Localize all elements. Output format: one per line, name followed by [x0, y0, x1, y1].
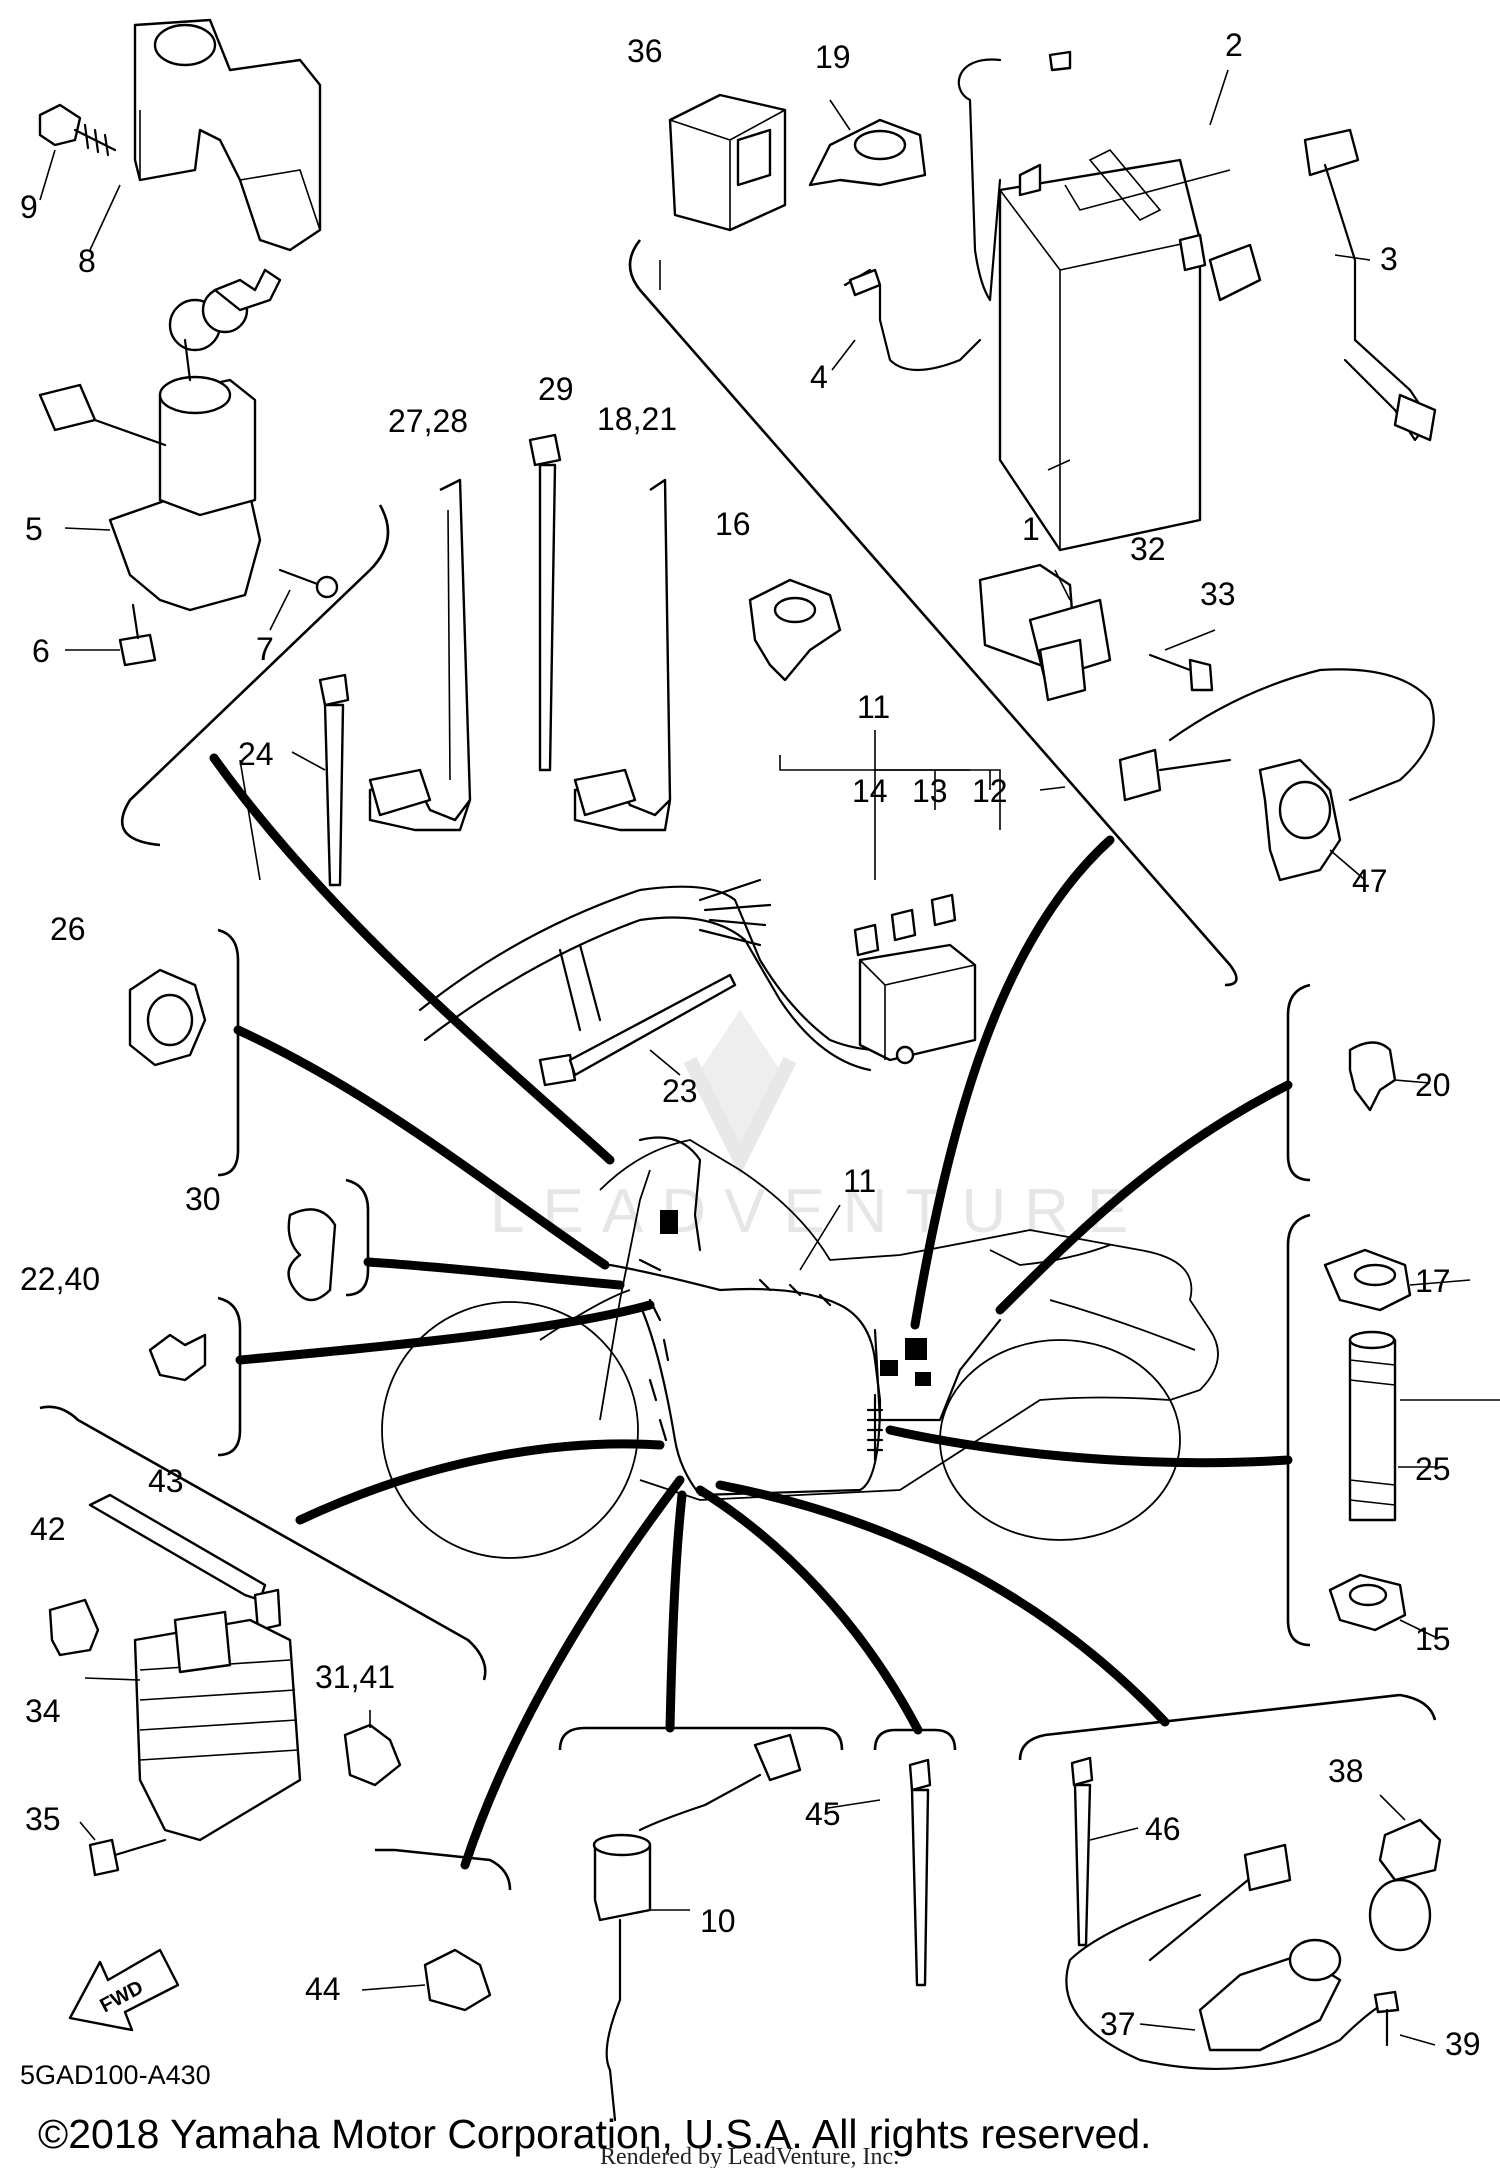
sensor-cover-part-38 [1368, 1818, 1442, 1952]
tie-part-23 [538, 973, 737, 1087]
sensor-part-37 [1065, 1843, 1392, 2070]
label-38: 38 [1328, 1753, 1364, 1789]
label-34: 34 [25, 1693, 61, 1729]
forward-arrow-icon: FWD [68, 1948, 180, 2032]
label-35: 35 [25, 1801, 61, 1837]
bracket-part-8 [133, 18, 322, 252]
clamp-part-44 [423, 1948, 492, 2012]
clamp-part-31-41 [343, 1723, 402, 1787]
label-46: 46 [1145, 1811, 1181, 1847]
label-5: 5 [25, 511, 43, 547]
stud-part-25 [1348, 1330, 1397, 1522]
label-43: 43 [148, 1463, 184, 1499]
clamp-part-15 [1328, 1573, 1407, 1632]
harness-leader-lines [209, 753, 1293, 1870]
label-24: 24 [238, 736, 274, 772]
label-18-21: 18,21 [597, 401, 677, 437]
diagram-code: 5GAD100-A430 [20, 2060, 211, 2090]
label-23: 23 [662, 1073, 698, 1109]
label-11-fuse-box: 11 [857, 689, 890, 725]
label-11-harness: 11 [843, 1163, 876, 1199]
label-10: 10 [700, 1903, 736, 1939]
label-12: 12 [972, 773, 1008, 809]
bolt-part-9 [38, 103, 117, 157]
label-39: 39 [1445, 2026, 1481, 2062]
label-47: 47 [1352, 863, 1388, 899]
label-25: 25 [1415, 1451, 1451, 1487]
screw-part-39 [1373, 1990, 1400, 2047]
clip-part-42 [48, 1598, 100, 1657]
label-31-41: 31,41 [315, 1659, 395, 1695]
bolt-part-35 [88, 1838, 167, 1877]
watermark: LEADVENTURE [490, 1010, 1146, 1246]
part-labels: 1 2 3 4 5 6 7 8 9 10 11 11 12 13 14 15 1… [20, 27, 1481, 2062]
label-13: 13 [912, 773, 948, 809]
label-16: 16 [715, 506, 751, 542]
fuse-box-part-11 [418, 878, 977, 1072]
battery-assembly [843, 50, 1437, 552]
clamp-part-22-40 [148, 1333, 207, 1382]
label-44: 44 [305, 1971, 341, 2007]
band-part-18-21 [573, 478, 672, 832]
relay-part-32 [978, 563, 1112, 702]
bolt-part-33 [1148, 653, 1214, 692]
clamp-part-19 [808, 118, 927, 187]
tie-part-24 [318, 673, 350, 887]
sensor-part-47 [1118, 668, 1435, 882]
tie-part-43 [88, 1493, 282, 1632]
label-22-40: 22,40 [20, 1261, 100, 1297]
label-2: 2 [1225, 27, 1243, 63]
copyright-notice: ©2018 Yamaha Motor Corporation, U.S.A. A… [38, 2111, 1151, 2157]
clamp-part-16 [748, 578, 842, 682]
label-26: 26 [50, 911, 86, 947]
clamp-part-30 [287, 1208, 337, 1302]
label-37: 37 [1100, 2006, 1136, 2042]
tie-part-45 [908, 1758, 932, 1987]
screw-part-7 [278, 568, 339, 599]
label-9: 9 [20, 189, 38, 225]
label-20: 20 [1415, 1067, 1451, 1103]
label-1: 1 [1022, 511, 1040, 547]
label-33: 33 [1200, 576, 1236, 612]
label-leader-lines [39, 69, 1500, 2046]
clip-part-20 [1348, 1041, 1397, 1112]
watermark-text: LEADVENTURE [490, 1177, 1146, 1246]
label-3: 3 [1380, 241, 1398, 277]
band-part-27-28 [368, 478, 472, 832]
label-42: 42 [30, 1511, 66, 1547]
label-27-28: 27,28 [388, 403, 468, 439]
tie-part-29 [528, 433, 562, 772]
label-29: 29 [538, 371, 574, 407]
label-45: 45 [805, 1796, 841, 1832]
label-15: 15 [1415, 1621, 1451, 1657]
label-4: 4 [810, 359, 828, 395]
label-32: 32 [1130, 531, 1166, 567]
rendered-by-note: Rendered by LeadVenture, Inc. [600, 2144, 899, 2168]
label-36: 36 [627, 33, 663, 69]
label-14: 14 [852, 773, 888, 809]
label-7: 7 [256, 631, 274, 667]
label-6: 6 [32, 633, 50, 669]
switch-part-10 [592, 1733, 802, 2122]
main-switch-part-5 [38, 268, 282, 612]
regulator-part-34 [133, 1610, 302, 1842]
label-8: 8 [78, 243, 96, 279]
label-30: 30 [185, 1181, 221, 1217]
tie-part-46 [1070, 1756, 1094, 1947]
screw-part-6 [118, 603, 157, 667]
clamp-part-26 [128, 968, 207, 1067]
frame-outline [381, 1139, 1219, 1559]
label-19: 19 [815, 39, 851, 75]
wire-harness [608, 1136, 1002, 1497]
clamp-part-17 [1323, 1248, 1412, 1312]
label-17: 17 [1415, 1263, 1451, 1299]
relay-part-36 [668, 93, 787, 232]
